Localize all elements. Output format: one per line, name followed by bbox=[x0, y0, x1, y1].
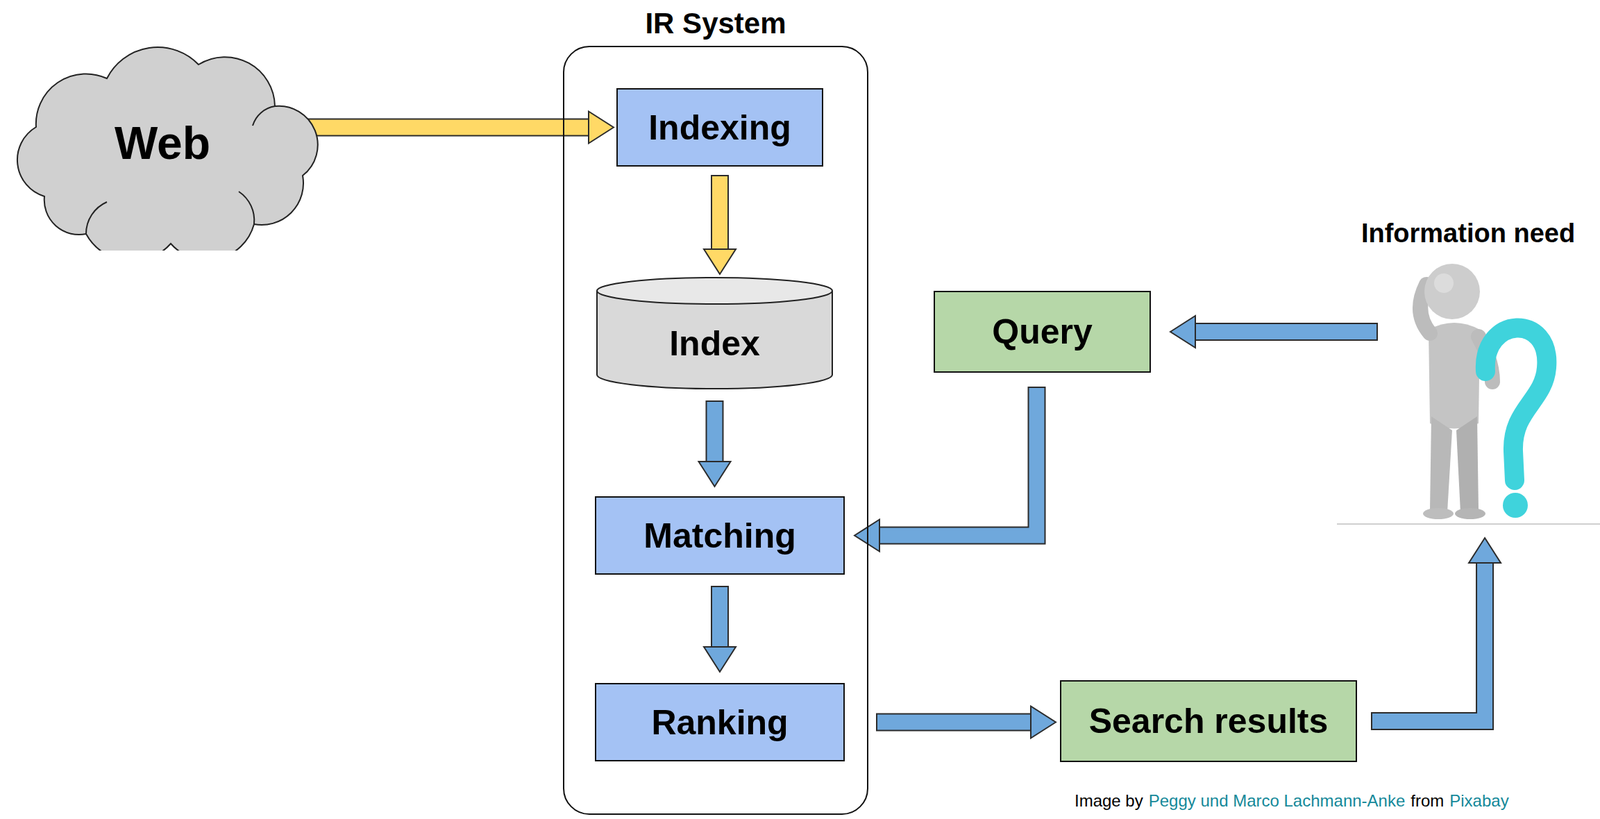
person-figure bbox=[1420, 263, 1493, 520]
block-arrow bbox=[1370, 537, 1501, 722]
block-arrow bbox=[703, 585, 736, 672]
container-heading: IR System bbox=[644, 6, 786, 41]
node-label: Web bbox=[114, 116, 211, 170]
block-arrow bbox=[854, 386, 1038, 552]
node-label: Matching bbox=[643, 515, 796, 557]
question-mark-symbol bbox=[1485, 327, 1548, 518]
arrow-head bbox=[1170, 315, 1196, 348]
block-arrow bbox=[703, 174, 736, 275]
arrow-head bbox=[1030, 706, 1056, 739]
process-box: Indexing bbox=[616, 88, 824, 167]
process-box: Matching bbox=[594, 496, 845, 575]
data-box: Query bbox=[933, 290, 1151, 373]
node-label: Query bbox=[991, 311, 1093, 352]
arrow-head bbox=[699, 461, 731, 487]
node-label: Indexing bbox=[648, 107, 792, 148]
cloud-shape: Web bbox=[2, 35, 323, 251]
ground-line bbox=[1336, 523, 1600, 525]
data-box: Search results bbox=[1059, 680, 1358, 763]
credit-text: Pixabay bbox=[1449, 791, 1509, 811]
process-box: Ranking bbox=[594, 683, 845, 762]
node-label: Information need bbox=[1361, 218, 1576, 249]
database-cylinder: Index bbox=[596, 276, 833, 390]
arrow-head bbox=[1468, 537, 1501, 563]
block-arrow bbox=[1170, 315, 1378, 348]
credit-text: Image by bbox=[1074, 791, 1144, 811]
block-arrow bbox=[699, 400, 731, 487]
node-label: Search results bbox=[1089, 701, 1329, 742]
image-credit: Image byPeggy und Marco Lachmann-Ankefro… bbox=[1074, 791, 1510, 811]
credit-text: from bbox=[1410, 791, 1444, 811]
credit-text: Peggy und Marco Lachmann-Anke bbox=[1148, 791, 1406, 811]
node-label: Index bbox=[669, 323, 761, 364]
node-label: Ranking bbox=[651, 702, 788, 743]
arrow-head bbox=[703, 646, 736, 672]
block-arrow bbox=[876, 706, 1056, 739]
arrow-head bbox=[703, 249, 736, 275]
system-boundary: IR SystemIndexingIndexMatchingRanking bbox=[562, 45, 869, 815]
arrow-head bbox=[854, 519, 880, 552]
user-node: Information need bbox=[1339, 218, 1597, 525]
arrow-head bbox=[588, 111, 614, 144]
